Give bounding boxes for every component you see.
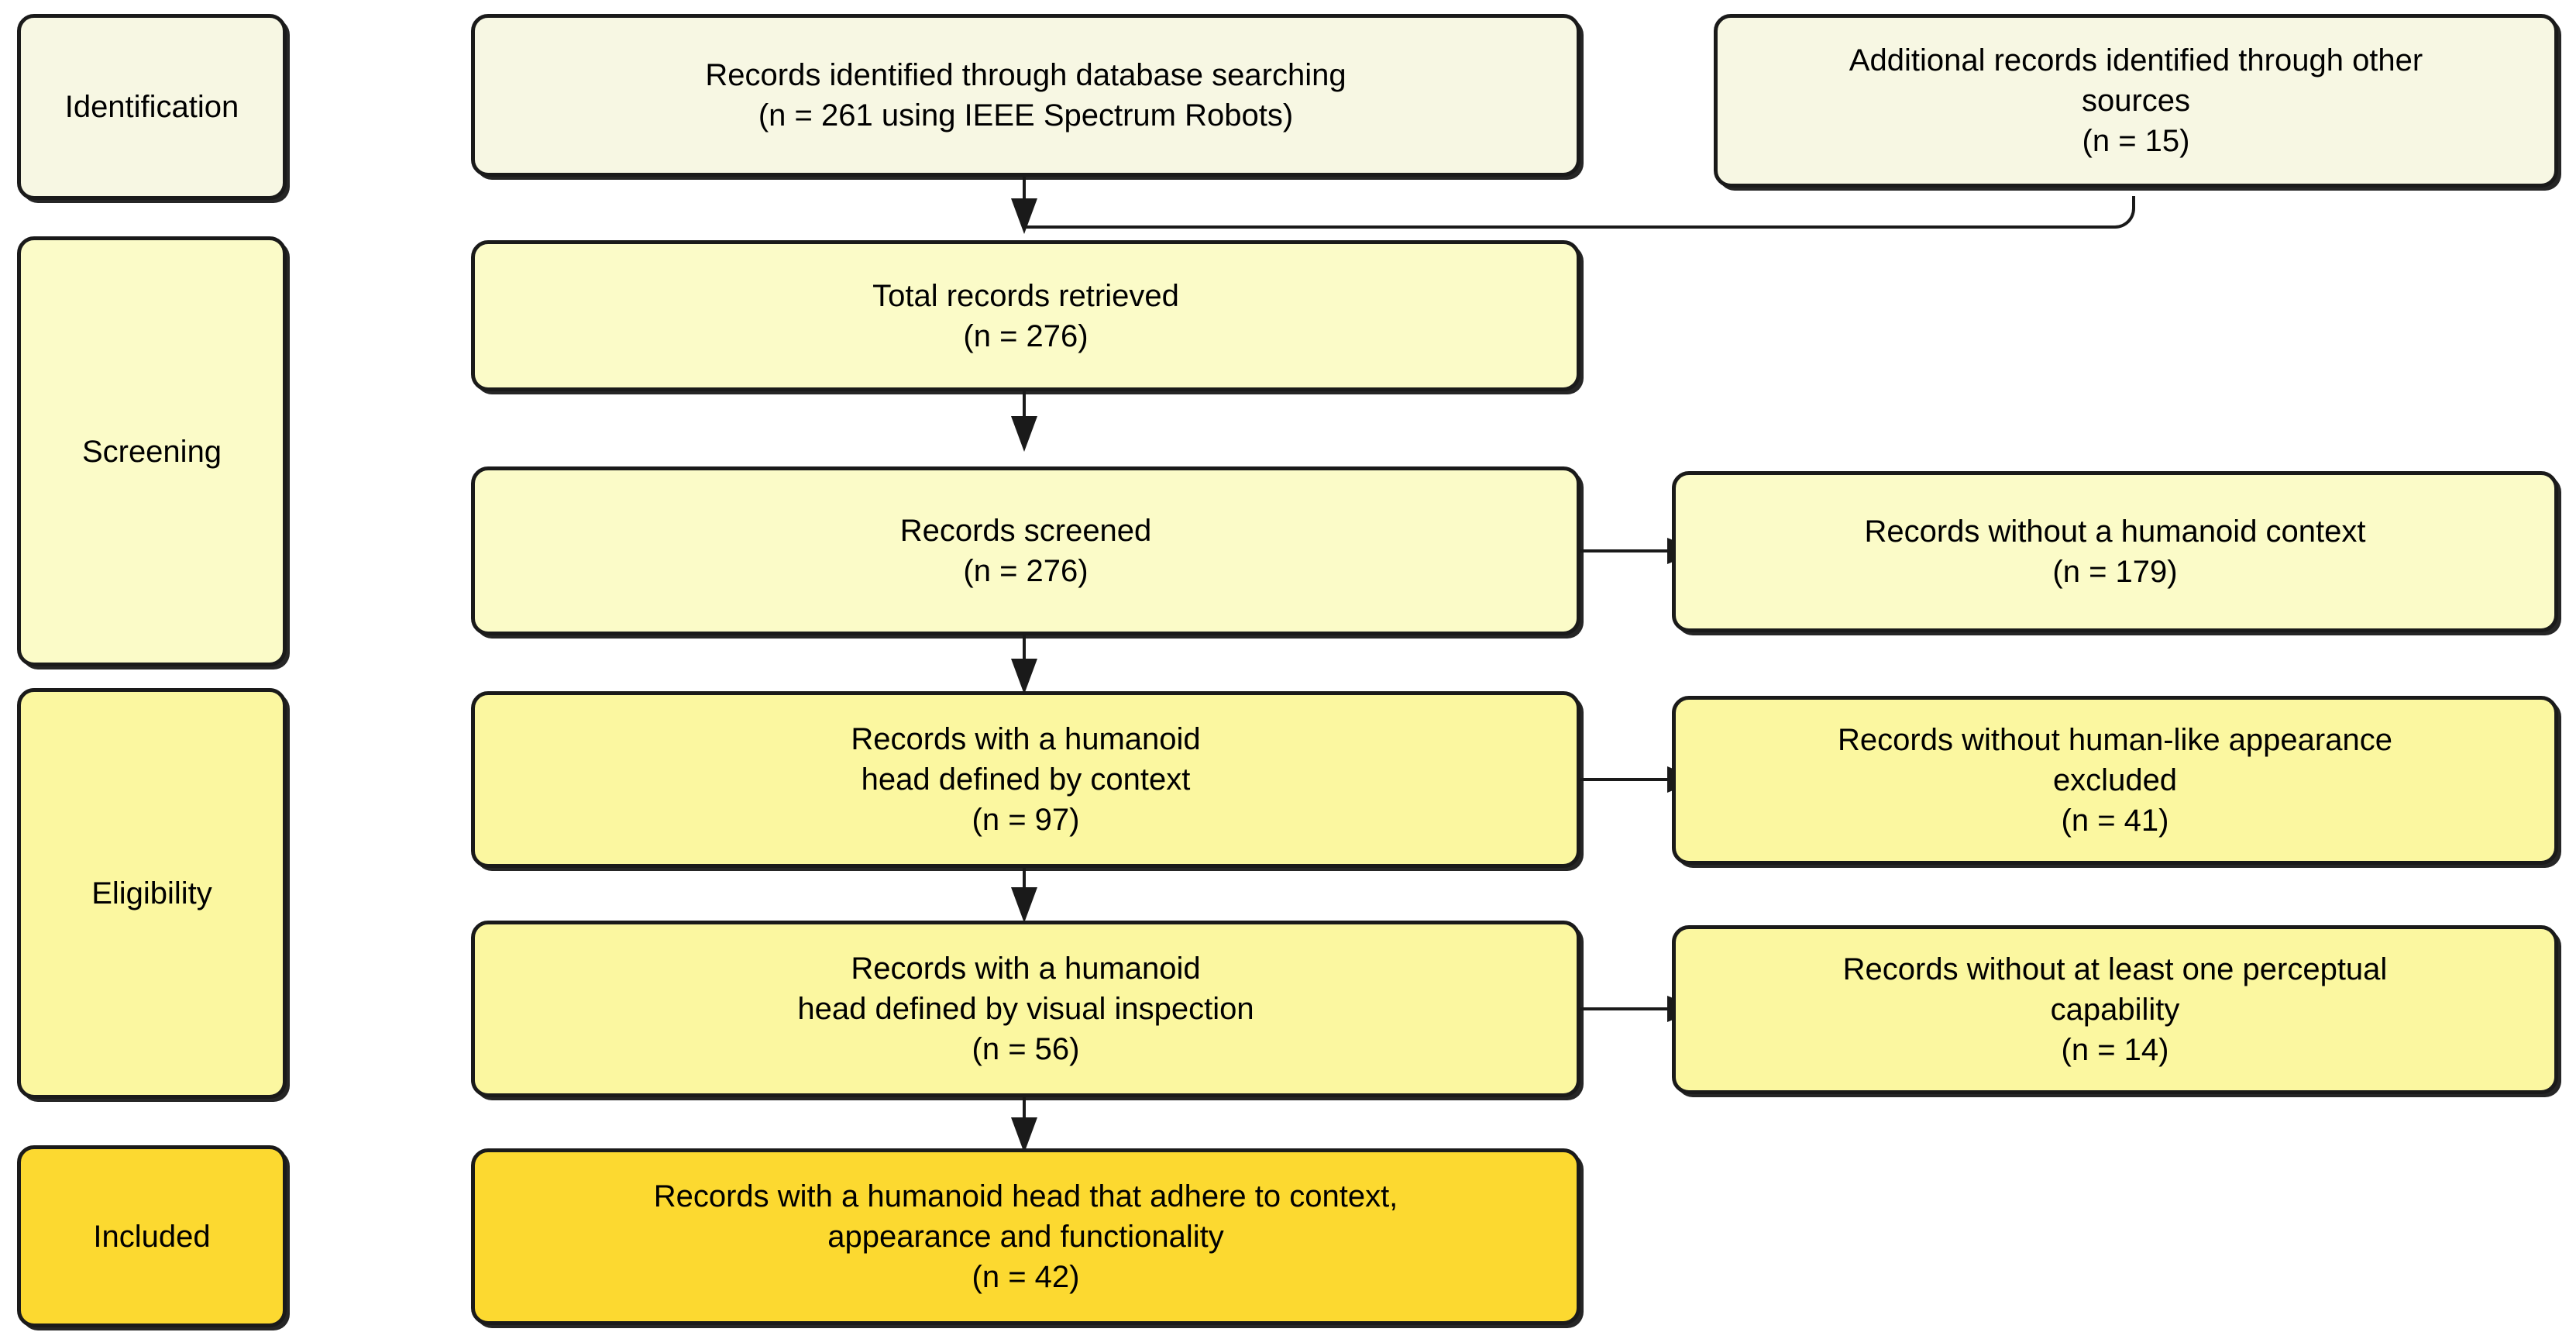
node-excluded-no-context-line1: Records without a humanoid context [1864,515,2366,549]
node-humanoid-by-visual-line3: (n = 56) [972,1032,1080,1066]
node-final-included: Records with a humanoid head that adhere… [471,1148,1580,1325]
connector-other-sources-elbow [1024,196,2135,229]
node-final-included-line2: appearance and functionality [827,1220,1224,1254]
stage-label-eligibility: Eligibility [17,688,287,1099]
connector-visual-to-excluded-hline [1580,1007,1673,1010]
node-excluded-no-perceptual-line1: Records without at least one perceptual [1842,952,2388,986]
node-total-retrieved-text: Total records retrieved (n = 276) [489,276,1563,356]
arrowhead-to-final-included [1011,1117,1037,1153]
stage-label-included: Included [17,1145,287,1327]
node-excluded-no-appearance-line3: (n = 41) [2061,804,2169,838]
node-humanoid-by-visual: Records with a humanoid head defined by v… [471,921,1580,1097]
stage-label-identification: Identification [17,14,287,200]
node-humanoid-by-context: Records with a humanoid head defined by c… [471,691,1580,868]
node-records-screened: Records screened (n = 276) [471,466,1580,635]
node-excluded-no-context-line2: (n = 179) [2052,555,2178,589]
node-humanoid-by-context-line2: head defined by context [861,762,1191,797]
node-excluded-no-perceptual-line3: (n = 14) [2061,1033,2169,1067]
node-excluded-no-perceptual-text: Records without at least one perceptual c… [1690,949,2540,1070]
stage-identification-text: Identification [64,90,239,124]
node-humanoid-by-visual-line2: head defined by visual inspection [797,992,1254,1026]
node-final-included-line1: Records with a humanoid head that adhere… [653,1179,1398,1213]
connector-screened-to-excluded-hline [1580,549,1673,552]
node-excluded-no-perceptual-line2: capability [2050,993,2180,1027]
node-records-screened-text: Records screened (n = 276) [489,511,1563,591]
node-excluded-no-appearance-line2: excluded [2052,763,2178,797]
stage-eligibility-text: Eligibility [91,876,212,910]
node-excluded-no-perceptual: Records without at least one perceptual c… [1672,925,2558,1094]
stage-label-screening: Screening [17,236,287,666]
node-other-sources-line2: sources [2081,84,2191,118]
node-excluded-no-context: Records without a humanoid context (n = 1… [1672,471,2558,632]
node-database-searching-line2: (n = 261 using IEEE Spectrum Robots) [758,98,1294,133]
node-excluded-no-appearance-line1: Records without human-like appearance [1838,723,2392,757]
stage-included-text: Included [93,1219,211,1254]
arrowhead-to-records-screened [1011,416,1037,452]
stage-screening-text: Screening [81,434,222,469]
node-records-screened-line2: (n = 276) [963,554,1089,588]
node-other-sources: Additional records identified through ot… [1714,14,2558,188]
arrowhead-to-humanoid-by-visual [1011,887,1037,923]
node-other-sources-line1: Additional records identified through ot… [1849,43,2423,77]
arrowhead-to-humanoid-by-context [1011,659,1037,694]
node-excluded-no-appearance: Records without human-like appearance exc… [1672,696,2558,865]
node-database-searching: Records identified through database sear… [471,14,1580,177]
node-excluded-no-appearance-text: Records without human-like appearance exc… [1690,720,2540,841]
node-final-included-line3: (n = 42) [972,1260,1080,1294]
node-humanoid-by-visual-line1: Records with a humanoid [851,952,1201,986]
arrowhead-to-total-retrieved [1011,198,1037,234]
node-total-retrieved-line1: Total records retrieved [872,278,1179,313]
node-database-searching-text: Records identified through database sear… [489,55,1563,136]
node-humanoid-by-context-line3: (n = 97) [972,803,1080,837]
node-records-screened-line1: Records screened [899,514,1152,548]
node-final-included-text: Records with a humanoid head that adhere… [489,1176,1563,1297]
node-total-retrieved: Total records retrieved (n = 276) [471,240,1580,391]
node-total-retrieved-line2: (n = 276) [963,318,1089,353]
node-humanoid-by-visual-text: Records with a humanoid head defined by v… [489,948,1563,1069]
connector-context-to-excluded-hline [1580,778,1673,781]
node-humanoid-by-context-text: Records with a humanoid head defined by c… [489,719,1563,840]
node-database-searching-line1: Records identified through database sear… [705,58,1346,92]
node-other-sources-text: Additional records identified through ot… [1732,40,2540,161]
node-excluded-no-context-text: Records without a humanoid context (n = 1… [1690,511,2540,592]
node-other-sources-line3: (n = 15) [2082,124,2190,158]
node-humanoid-by-context-line1: Records with a humanoid [851,722,1201,756]
